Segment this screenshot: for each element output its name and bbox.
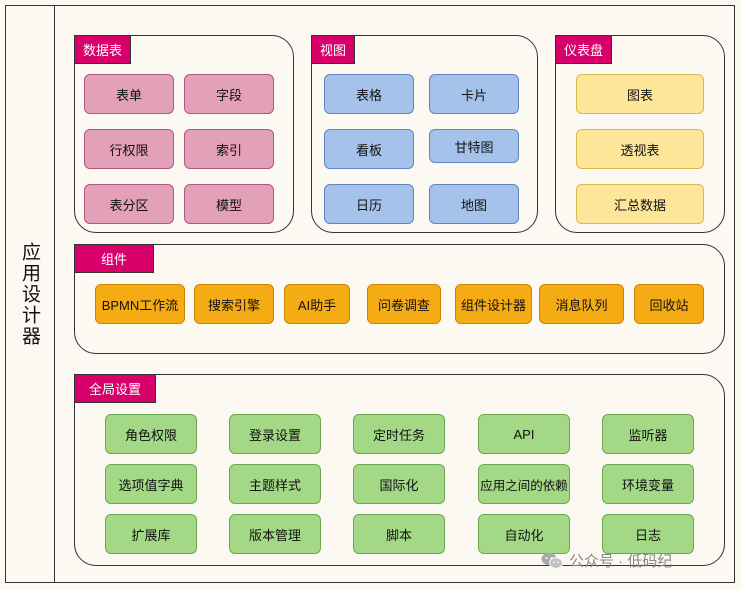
component-item[interactable]: 消息队列: [539, 284, 624, 324]
global-item[interactable]: 日志: [602, 514, 694, 554]
sidebar-title: 应用设计器: [19, 241, 40, 347]
group-view-title: 视图: [311, 35, 356, 64]
view-item[interactable]: 卡片: [429, 74, 519, 114]
wechat-icon: [541, 552, 563, 569]
global-item[interactable]: 监听器: [602, 414, 694, 454]
datatable-item[interactable]: 表单: [84, 74, 174, 114]
component-item[interactable]: 问卷调查: [367, 284, 441, 324]
dashboard-item[interactable]: 汇总数据: [576, 184, 704, 224]
global-item[interactable]: 选项值字典: [105, 464, 197, 504]
watermark: 公众号 · 低码纪: [541, 550, 672, 571]
global-item[interactable]: 版本管理: [229, 514, 321, 554]
global-item[interactable]: 主题样式: [229, 464, 321, 504]
group-dashboard-title: 仪表盘: [555, 35, 613, 64]
watermark-text: 公众号 · 低码纪: [569, 553, 673, 570]
global-item[interactable]: 自动化: [478, 514, 570, 554]
component-item[interactable]: 组件设计器: [455, 284, 532, 324]
sidebar: 应用设计器: [5, 5, 55, 583]
global-item[interactable]: API: [478, 414, 570, 454]
global-item[interactable]: 角色权限: [105, 414, 197, 454]
datatable-item[interactable]: 行权限: [84, 129, 174, 169]
datatable-item[interactable]: 表分区: [84, 184, 174, 224]
global-item[interactable]: 定时任务: [353, 414, 445, 454]
dashboard-item[interactable]: 图表: [576, 74, 704, 114]
datatable-item[interactable]: 索引: [184, 129, 274, 169]
component-item[interactable]: 搜索引擎: [194, 284, 274, 324]
component-item[interactable]: 回收站: [634, 284, 704, 324]
global-item[interactable]: 脚本: [353, 514, 445, 554]
view-item[interactable]: 甘特图: [429, 129, 519, 163]
datatable-item[interactable]: 字段: [184, 74, 274, 114]
global-item[interactable]: 扩展库: [105, 514, 197, 554]
component-item[interactable]: BPMN工作流: [95, 284, 185, 324]
global-item[interactable]: 登录设置: [229, 414, 321, 454]
view-item[interactable]: 看板: [324, 129, 414, 169]
group-datatable-title: 数据表: [74, 35, 132, 64]
global-item[interactable]: 应用之间的依赖: [478, 464, 570, 504]
view-item[interactable]: 表格: [324, 74, 414, 114]
view-item[interactable]: 地图: [429, 184, 519, 224]
group-global-title: 全局设置: [74, 374, 157, 403]
group-component-title: 组件: [74, 244, 155, 273]
global-item[interactable]: 国际化: [353, 464, 445, 504]
dashboard-item[interactable]: 透视表: [576, 129, 704, 169]
datatable-item[interactable]: 模型: [184, 184, 274, 224]
global-item[interactable]: 环境变量: [602, 464, 694, 504]
component-item[interactable]: AI助手: [284, 284, 350, 324]
view-item[interactable]: 日历: [324, 184, 414, 224]
